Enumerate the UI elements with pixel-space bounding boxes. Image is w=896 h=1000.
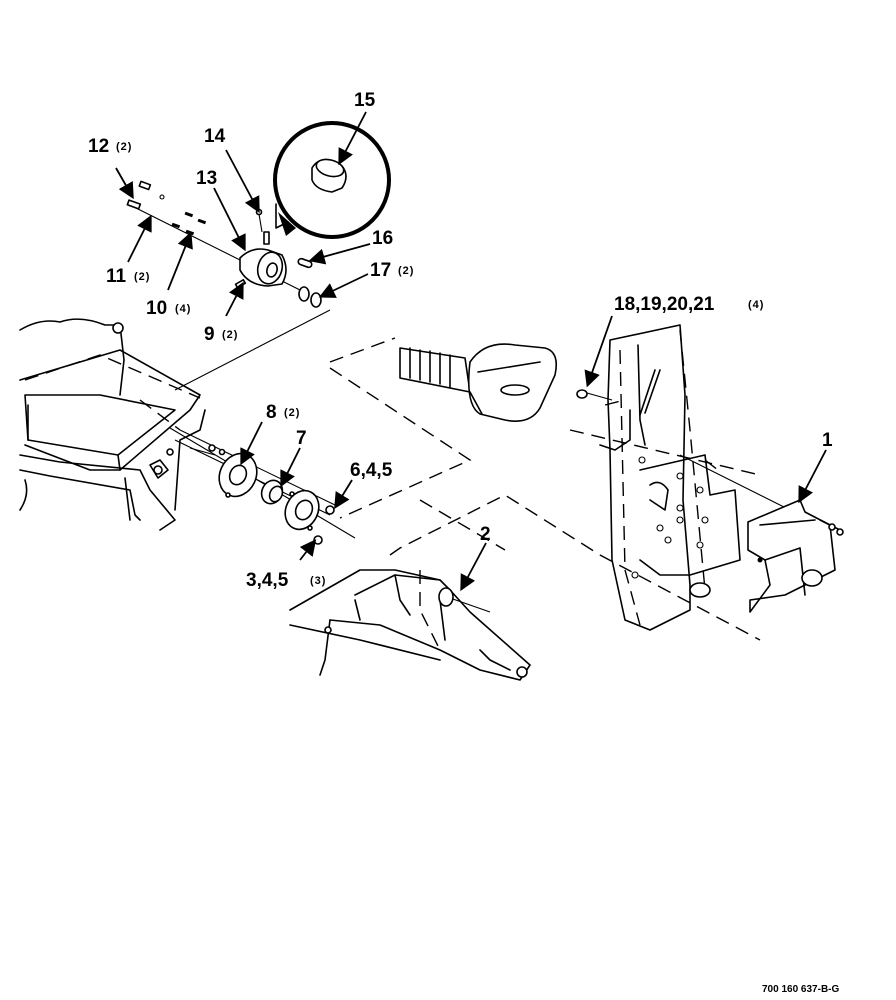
svg-text:10: 10: [146, 298, 167, 319]
callout-11: 11 (2): [106, 266, 150, 287]
callout-6-4-5: 6,4,5: [350, 460, 393, 481]
callout-17: 17 (2): [370, 260, 414, 281]
gearbox-shaft-drawing: [399, 343, 558, 422]
callout-16: 16: [372, 228, 393, 249]
callout-14: 14: [204, 126, 226, 147]
svg-text:9: 9: [204, 324, 215, 345]
detail-circle-drawing: [273, 121, 391, 239]
bracket-drawing: [747, 499, 844, 613]
leader-arrows: [115, 111, 827, 592]
svg-text:13: 13: [196, 168, 217, 189]
pivot-group-drawing: [174, 429, 336, 545]
svg-text:3,4,5: 3,4,5: [246, 570, 289, 591]
callout-10: 10 (4): [146, 298, 191, 319]
svg-text:(2): (2): [116, 141, 132, 153]
svg-text:11: 11: [106, 266, 127, 287]
callout-1: 1: [822, 430, 833, 451]
svg-text:15: 15: [354, 90, 376, 111]
callout-15: 15: [354, 90, 376, 111]
svg-text:(3): (3): [310, 575, 326, 587]
callout-3-4-5: 3,4,5 (3): [246, 570, 326, 591]
svg-text:17: 17: [370, 260, 391, 281]
callout-7: 7: [296, 428, 307, 449]
document-number: 700 160 637-B-G: [762, 984, 839, 995]
hub-parts-drawing: [126, 180, 322, 308]
svg-text:14: 14: [204, 126, 226, 147]
callout-12: 12 (2): [88, 136, 132, 157]
callout-8: 8 (2): [266, 402, 300, 423]
callout-13: 13: [196, 168, 217, 189]
svg-text:2: 2: [480, 524, 491, 545]
header-frame-drawing: [19, 318, 206, 531]
svg-text:(2): (2): [398, 265, 414, 277]
svg-text:6,4,5: 6,4,5: [350, 460, 393, 481]
svg-text:(2): (2): [284, 407, 300, 419]
lower-frame-drawing: [289, 569, 531, 681]
side-panel-drawing: [576, 324, 741, 631]
svg-text:(4): (4): [175, 303, 191, 315]
svg-text:18,19,20,21: 18,19,20,21: [614, 294, 715, 315]
reference-lines: [169, 309, 831, 641]
svg-text:16: 16: [372, 228, 393, 249]
callout-2: 2: [480, 524, 491, 545]
svg-text:12: 12: [88, 136, 109, 157]
svg-text:(4): (4): [748, 299, 764, 311]
svg-text:(2): (2): [222, 329, 238, 341]
svg-text:7: 7: [296, 428, 307, 449]
svg-text:(2): (2): [134, 271, 150, 283]
callout-18-19-20-21: 18,19,20,21 (4): [614, 294, 764, 315]
svg-text:1: 1: [822, 430, 833, 451]
callout-9: 9 (2): [204, 324, 238, 345]
svg-text:8: 8: [266, 402, 277, 423]
